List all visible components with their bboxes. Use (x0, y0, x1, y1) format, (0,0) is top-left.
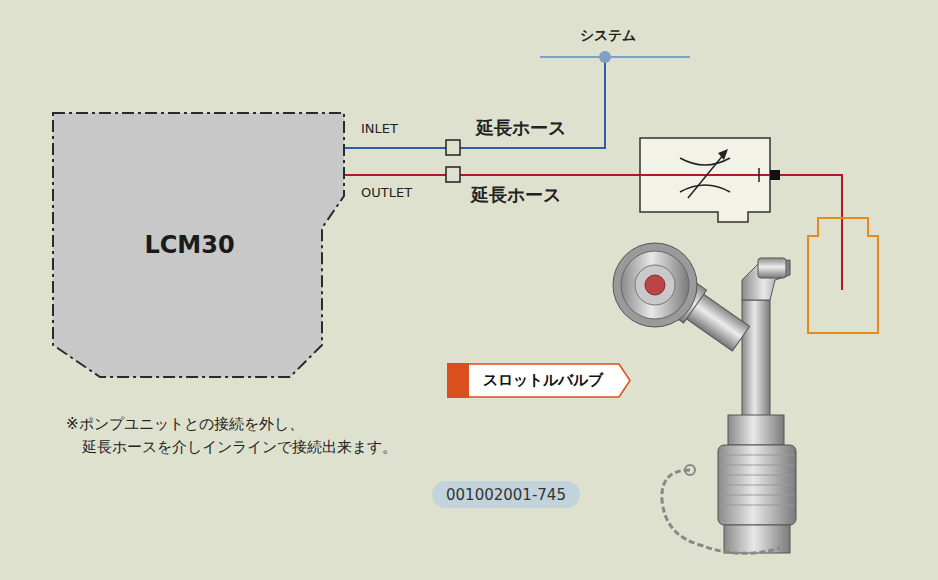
adjust-arrow (688, 154, 724, 198)
restrictor-symbol (680, 158, 730, 165)
valve-flow (640, 174, 770, 176)
adjust-arrowhead (718, 149, 728, 160)
coupling (446, 167, 460, 182)
valve-housing (640, 138, 770, 222)
product-tag: スロットルバルブ (447, 363, 631, 398)
note-text: ※ポンプユニットとの接続を外し、 (66, 415, 304, 434)
coupling (446, 140, 460, 155)
hose-label: 延長ホース (471, 183, 561, 207)
throttle-valve-photo (613, 243, 796, 553)
port-square (770, 170, 780, 180)
tank (808, 218, 878, 333)
node-text: LCM30 (144, 231, 234, 259)
node-text: 001002001-745 (446, 486, 566, 504)
system-label: システム (580, 27, 636, 45)
pump-unit: LCM30 (52, 112, 345, 378)
part-number: 001002001-745 (432, 481, 580, 508)
valve-mark (758, 168, 760, 182)
inlet-line (345, 57, 605, 148)
port-name: OUTLET (361, 185, 412, 200)
restrictor-symbol (680, 185, 730, 192)
node-text: スロットルバルブ (483, 371, 603, 390)
hose-label: 延長ホース (476, 116, 566, 140)
junction-dot (599, 51, 611, 63)
note-text: 延長ホースを介しインラインで接続出来ます。 (82, 438, 397, 457)
port-name: INLET (361, 121, 398, 136)
system-line (540, 56, 690, 58)
